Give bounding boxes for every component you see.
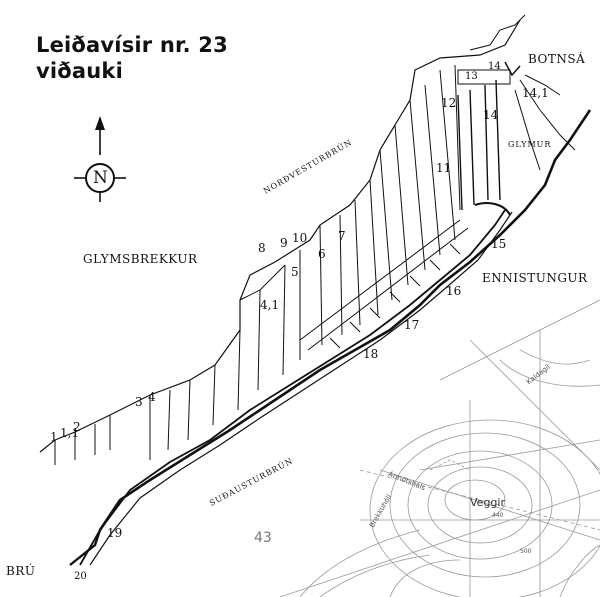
point-20: 20 [74, 571, 87, 582]
point-14-top: 14 [488, 61, 501, 72]
label-bru: BRÚ [6, 564, 36, 578]
map-title: Leiðavísir nr. 23 [36, 33, 228, 57]
point-2: 2 [73, 420, 81, 434]
point-6: 6 [318, 247, 326, 261]
canyon-walls [39, 14, 592, 566]
map-subtitle: viðauki [36, 59, 123, 83]
point-7: 7 [338, 229, 346, 243]
label-botnsa: BOTNSÁ [528, 52, 586, 66]
label-glymur: GLYMUR [508, 140, 552, 149]
compass-letter: N [93, 168, 108, 188]
point-5: 5 [291, 265, 299, 279]
label-veggir: Veggir [470, 496, 505, 509]
point-14: 14 [483, 108, 499, 122]
point-11: 11 [436, 161, 452, 175]
point-14-1: 14,1 [522, 86, 549, 100]
point-10: 10 [292, 231, 308, 245]
label-ennistungur: ENNISTUNGUR [482, 271, 588, 285]
label-grid-43: 43 [254, 530, 272, 546]
point-13: 13 [465, 71, 478, 82]
point-17: 17 [404, 318, 420, 332]
point-15: 15 [491, 237, 507, 251]
point-3: 3 [135, 395, 143, 409]
label-contour-440: 440 [492, 512, 504, 519]
point-1-1: 1,1 [60, 426, 80, 440]
point-12: 12 [441, 96, 457, 110]
point-18: 18 [363, 347, 379, 361]
point-1: 1 [50, 430, 58, 444]
point-8: 8 [258, 241, 266, 255]
point-19: 19 [107, 526, 123, 540]
point-9: 9 [280, 236, 288, 250]
label-glymsbrekkur: GLYMSBREKKUR [83, 252, 198, 266]
north-arrow-icon [74, 116, 126, 202]
point-16: 16 [446, 284, 462, 298]
point-4: 4 [148, 390, 156, 404]
label-contour-500: 500 [520, 548, 532, 555]
point-4-1: 4,1 [260, 298, 280, 312]
topographic-inset [279, 299, 600, 597]
